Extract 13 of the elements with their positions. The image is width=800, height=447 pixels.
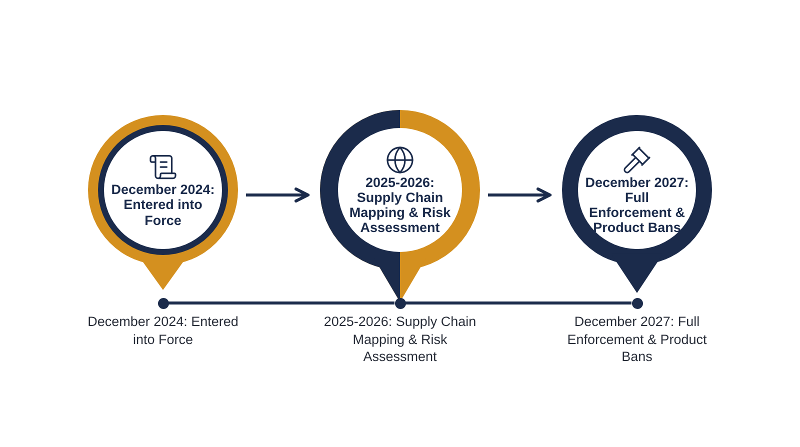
milestone-title: December 2024: Entered into Force [110, 182, 216, 228]
timeline-line [168, 302, 394, 304]
milestone-caption: December 2027: Full Enforcement & Product Bans [566, 313, 708, 366]
milestone-caption: 2025-2026: Supply Chain Mapping & Risk Assessment [322, 313, 478, 366]
milestone-title: 2025-2026: Supply Chain Mapping & Risk Assessment [348, 174, 452, 236]
milestone-title: December 2027: Full Enforcement & Product Bans [584, 174, 690, 236]
timeline-dot [158, 298, 168, 308]
timeline-line [406, 302, 632, 304]
arrow [246, 188, 310, 202]
timeline-dot [632, 298, 642, 308]
timeline-dot [394, 298, 406, 308]
arrow [488, 188, 552, 202]
milestone-caption: December 2024: Entered into Force [86, 313, 240, 348]
